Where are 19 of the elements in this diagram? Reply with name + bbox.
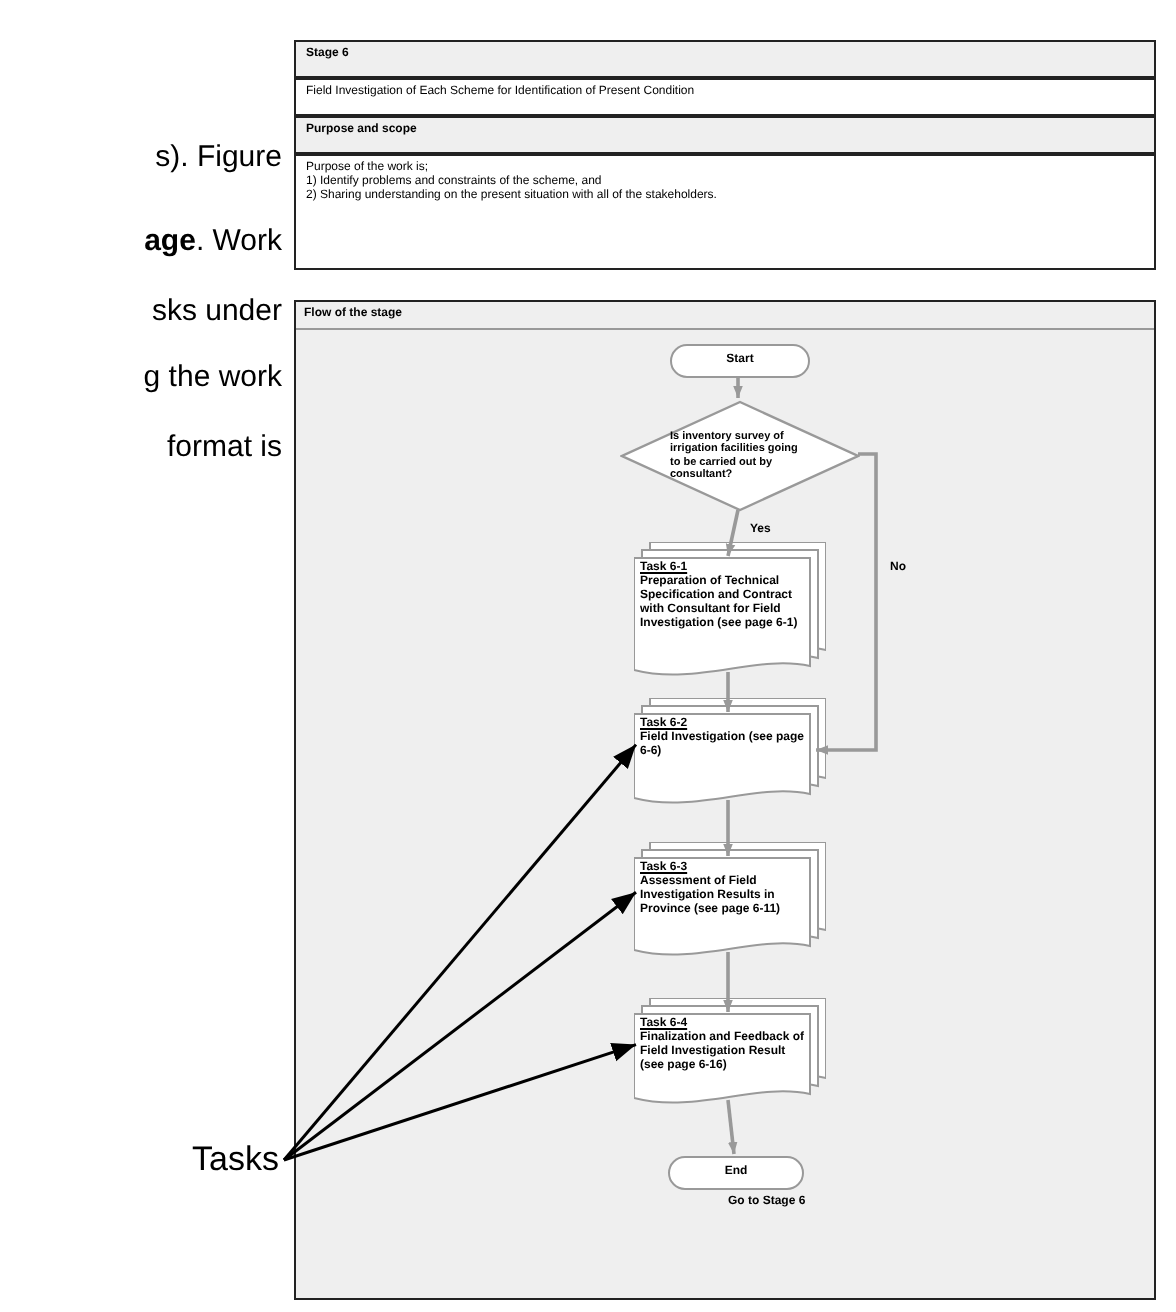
callout-text: Tasks xyxy=(192,1140,279,1178)
flow-arrow xyxy=(733,376,743,398)
terminator-pill xyxy=(668,1156,804,1190)
flow-arrow xyxy=(723,672,733,712)
body-text: sks under xyxy=(151,294,282,328)
leader-arrow xyxy=(283,891,637,1162)
body-text: format is xyxy=(166,430,282,464)
body-text: age. Work xyxy=(144,224,282,258)
leader-arrow xyxy=(282,743,638,1161)
body-text: g the work xyxy=(143,360,282,394)
flow-arrow xyxy=(725,509,740,557)
flow-panel xyxy=(294,300,1156,1300)
flow-arrow xyxy=(723,800,733,856)
leader-arrow xyxy=(283,1042,637,1162)
flow-arrow xyxy=(816,452,878,755)
flow-arrow xyxy=(723,952,733,1012)
body-text: s). Figure xyxy=(155,140,282,174)
flow-arrow xyxy=(726,1099,738,1155)
terminator-pill xyxy=(670,344,810,378)
